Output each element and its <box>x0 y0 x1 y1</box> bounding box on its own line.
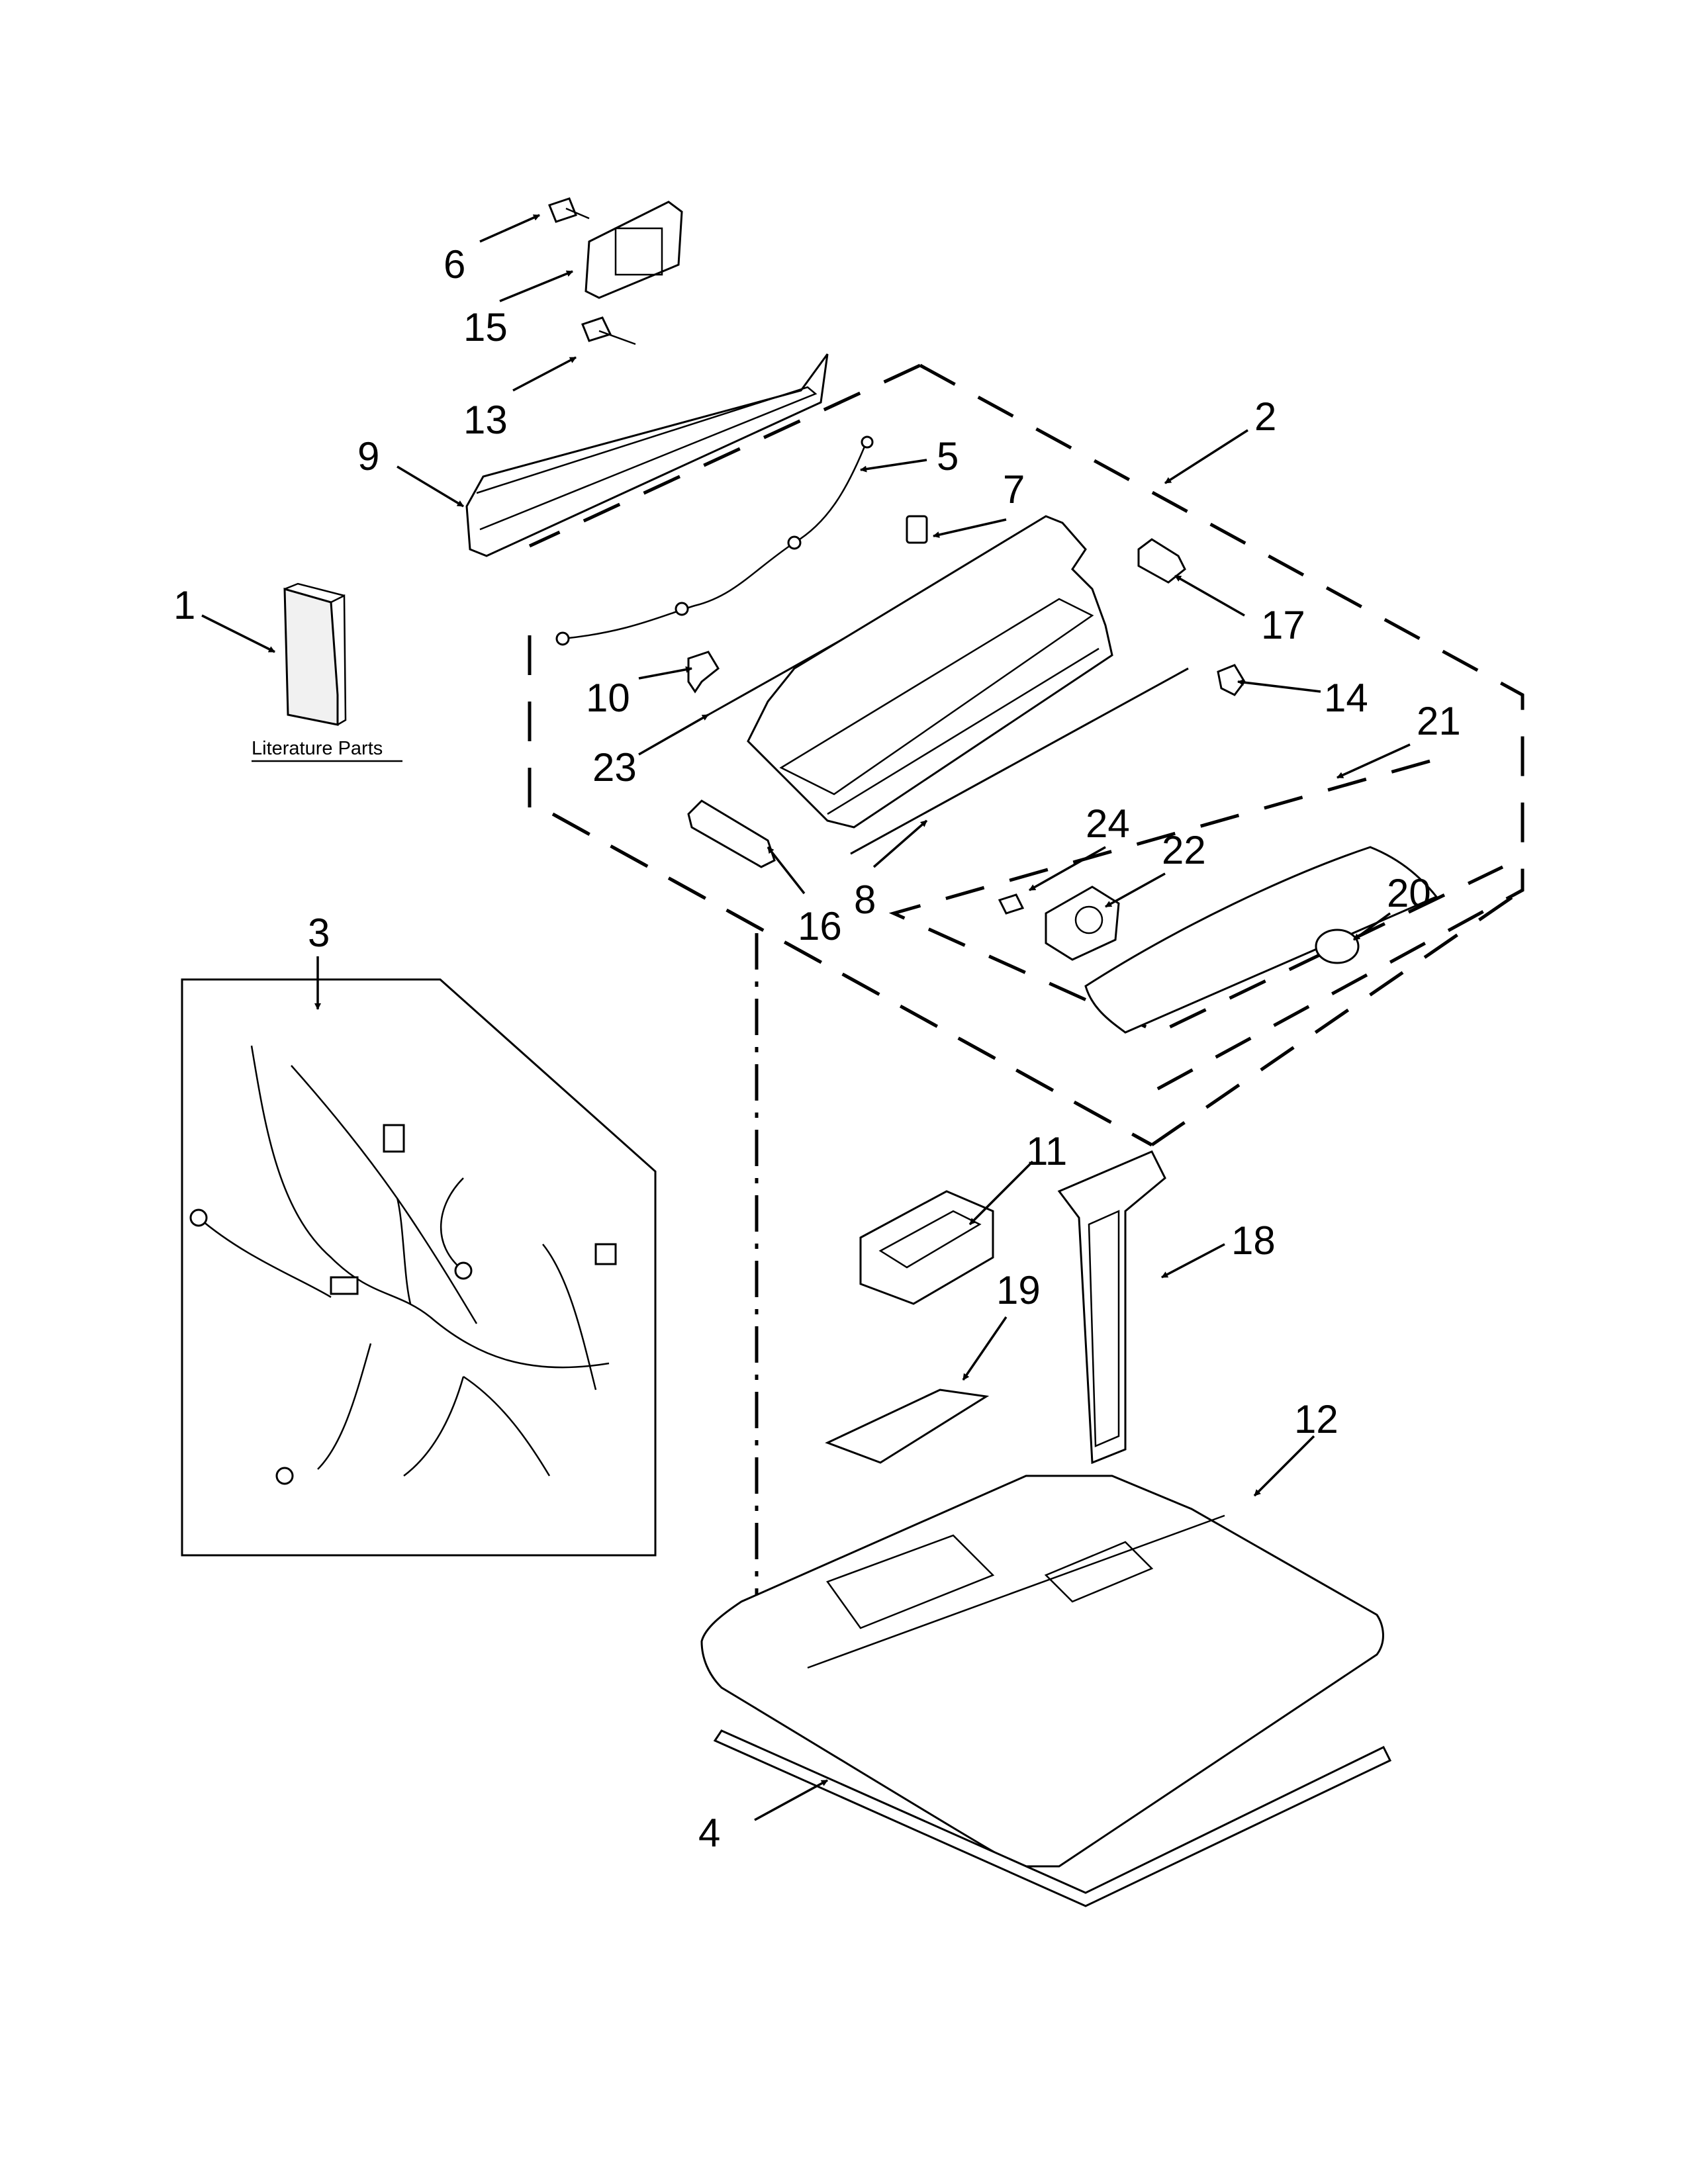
callout-1: 1 <box>173 583 195 627</box>
callout-14: 14 <box>1324 676 1368 720</box>
literature-parts-booklet <box>283 582 347 726</box>
console-cap-outline <box>888 759 1504 1034</box>
screw-24 <box>998 893 1025 915</box>
gasket-4 <box>713 1729 1392 1907</box>
knob-10 <box>687 651 720 694</box>
callout-2: 2 <box>1254 394 1276 439</box>
control-board <box>859 1190 994 1305</box>
callout-arrows <box>201 214 1411 1821</box>
callout-4: 4 <box>698 1811 720 1855</box>
callout-15: 15 <box>463 305 508 349</box>
callout-17: 17 <box>1261 603 1305 647</box>
screw-6 <box>548 197 590 223</box>
bracket-17 <box>1137 538 1186 584</box>
console-body <box>747 515 1113 829</box>
callout-19: 19 <box>996 1268 1041 1312</box>
console-backguard <box>465 353 829 557</box>
lint-filter <box>1057 1150 1166 1465</box>
callout-11: 11 <box>1026 1129 1067 1173</box>
callout-3: 3 <box>308 911 330 955</box>
callout-12: 12 <box>1294 1397 1338 1441</box>
callout-20: 20 <box>1387 871 1431 915</box>
callout-7: 7 <box>1003 467 1025 512</box>
trim-8 <box>850 667 1189 855</box>
screw-13 <box>581 316 636 345</box>
module-22 <box>1045 886 1120 961</box>
callout-23: 23 <box>592 745 637 790</box>
callout-6: 6 <box>444 242 465 287</box>
clip-7 <box>906 515 928 544</box>
console-group-boundary <box>528 363 1524 1147</box>
callout-18: 18 <box>1231 1218 1276 1263</box>
callout-10: 10 <box>586 676 630 720</box>
bracket-16 <box>687 799 776 868</box>
mounting-bracket <box>585 201 683 299</box>
callout-numbers: 1 2 3 4 5 6 7 8 9 10 11 12 13 14 15 16 1… <box>173 242 1461 1855</box>
callout-22: 22 <box>1162 828 1206 872</box>
tray-19 <box>825 1388 990 1464</box>
callout-21: 21 <box>1417 699 1461 743</box>
literature-parts-label: Literature Parts <box>252 738 383 759</box>
clip-14 <box>1217 664 1246 696</box>
wire-5 <box>555 435 874 646</box>
callout-24: 24 <box>1086 801 1130 846</box>
wire-harness-panel <box>181 978 657 1557</box>
callout-13: 13 <box>463 398 508 442</box>
callout-5: 5 <box>937 434 959 478</box>
knob-20 <box>1315 929 1360 964</box>
callout-8: 8 <box>854 878 876 922</box>
callout-16: 16 <box>798 904 842 948</box>
console-cap <box>1084 846 1438 1034</box>
callout-9: 9 <box>357 434 379 478</box>
